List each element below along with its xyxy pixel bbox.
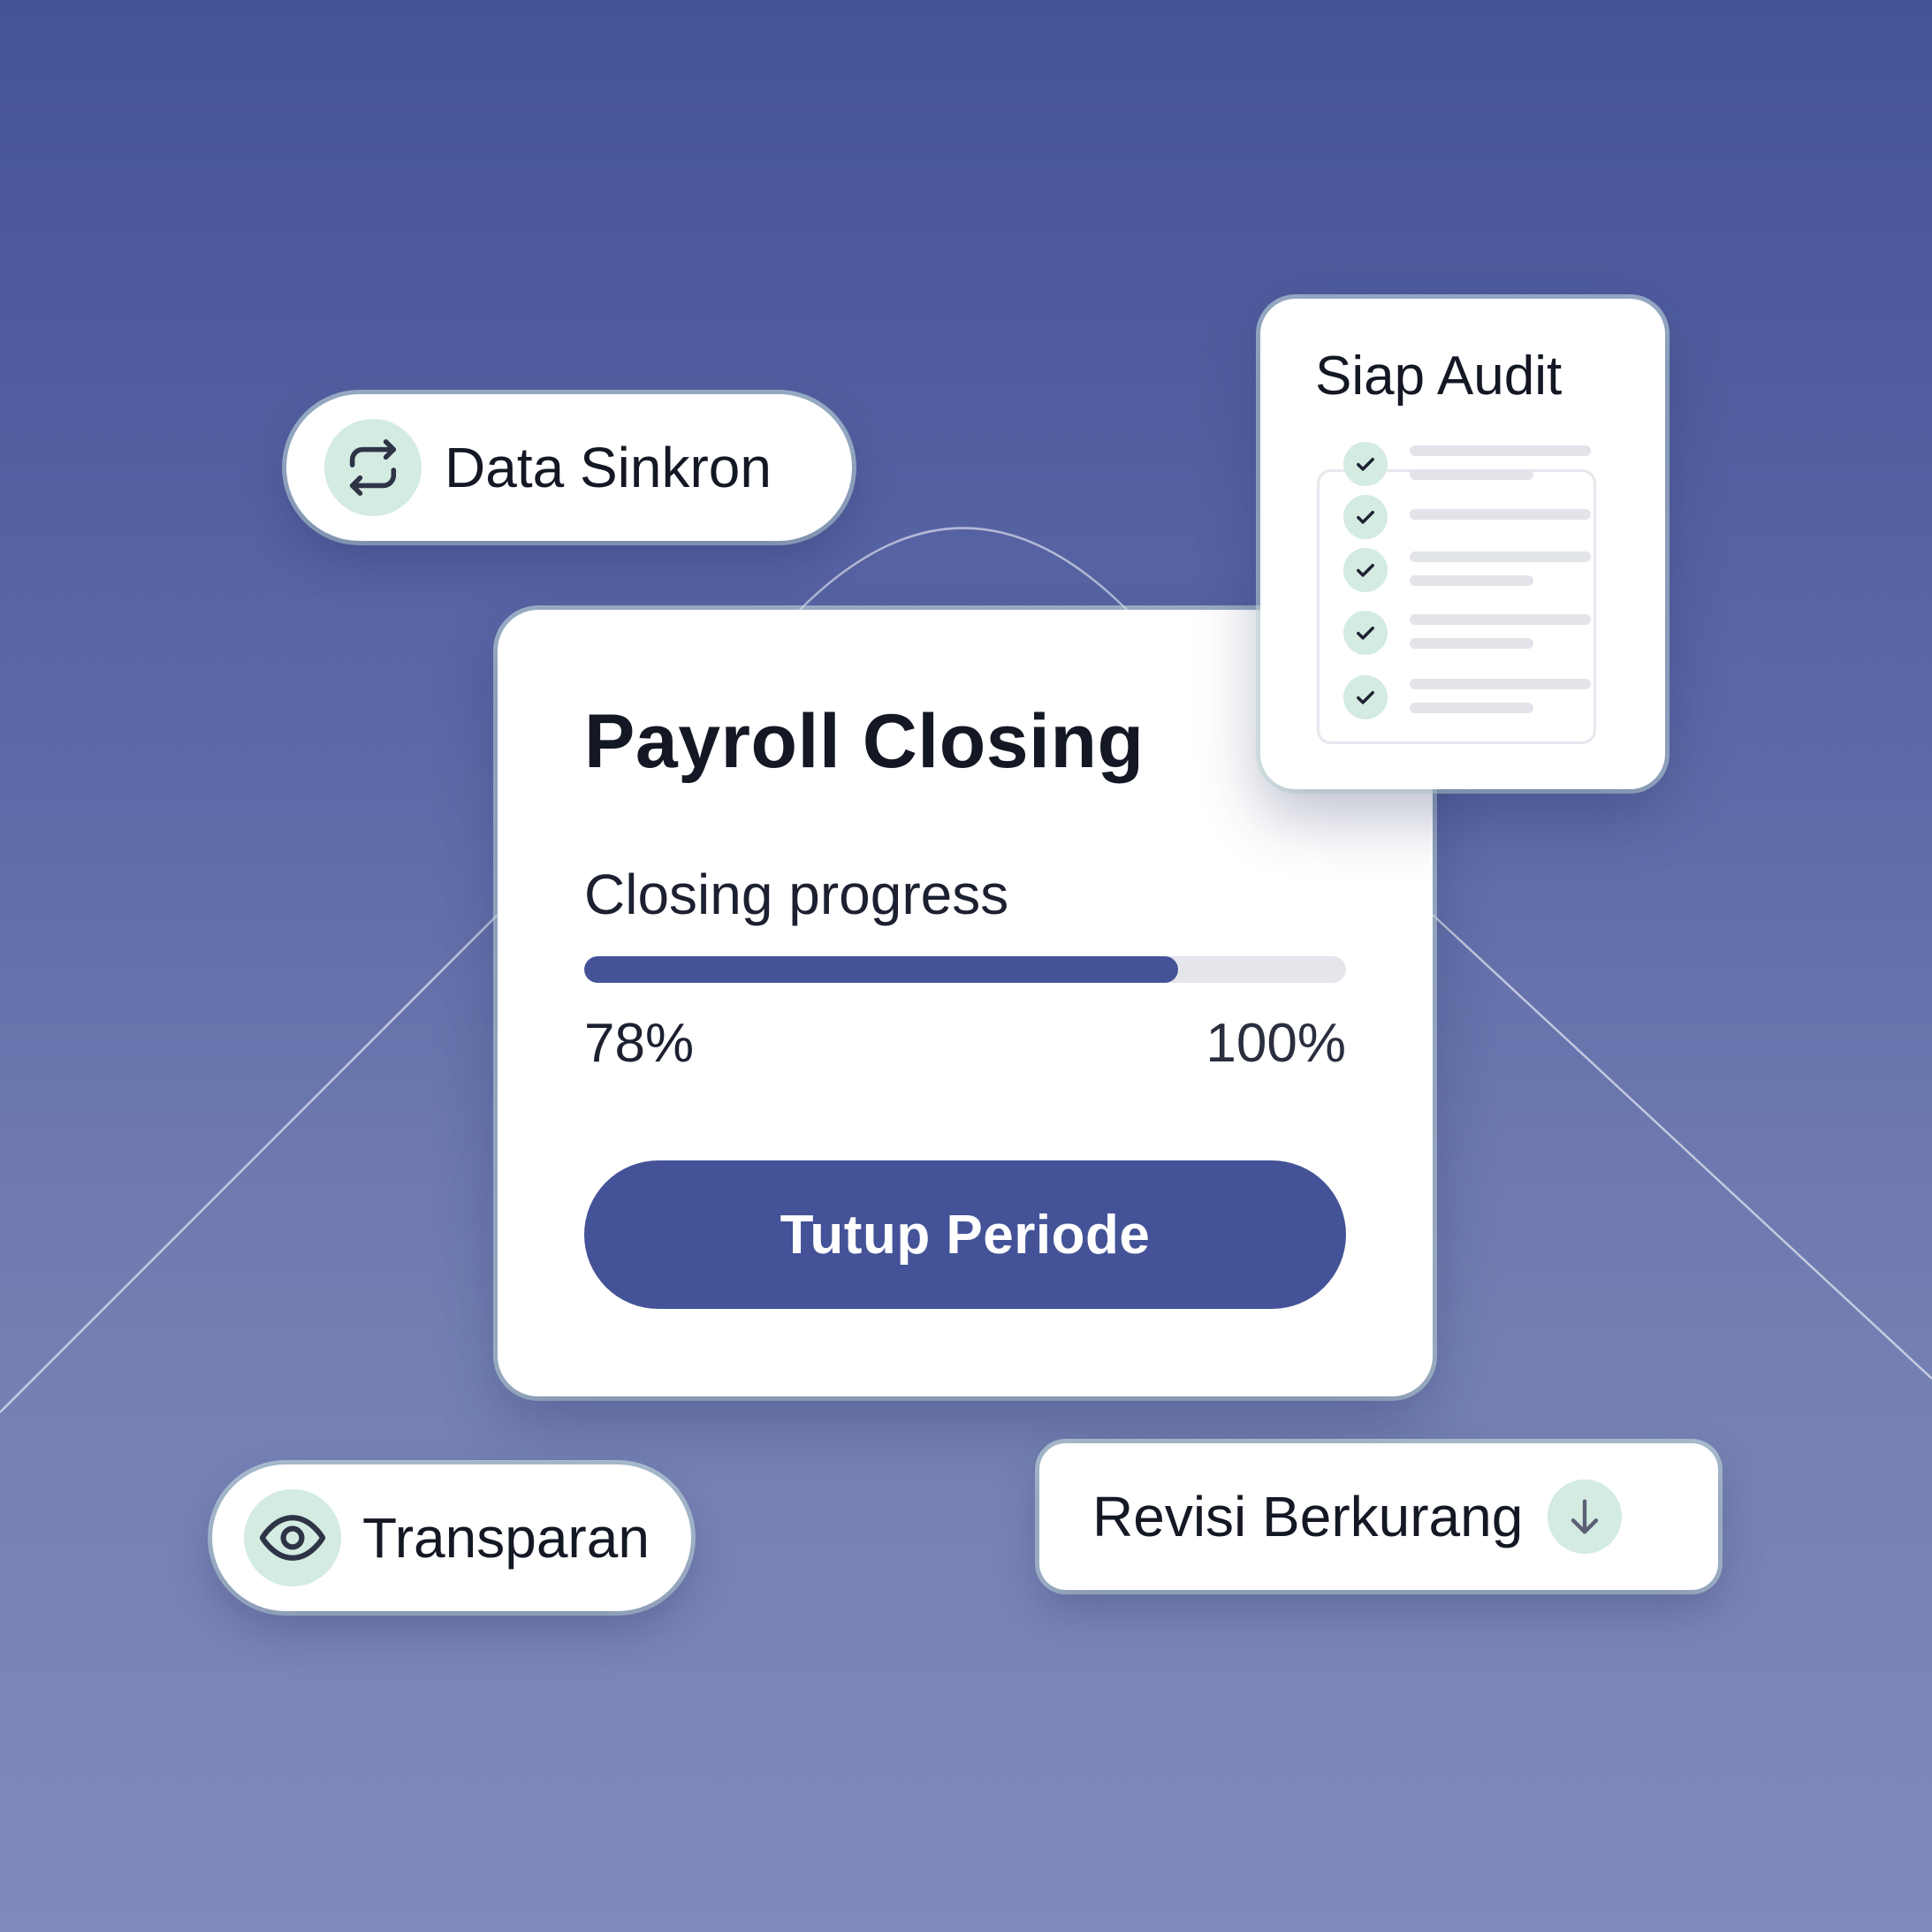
transparency-badge: Transparan <box>212 1464 691 1611</box>
progress-max: 100% <box>1206 1013 1346 1074</box>
check-icon <box>1343 675 1388 719</box>
checklist-line <box>1410 551 1591 562</box>
sync-icon <box>324 419 422 516</box>
checklist-item <box>1343 442 1609 495</box>
check-icon <box>1343 611 1388 655</box>
checklist-line <box>1410 575 1533 586</box>
progress-bar-fill <box>584 956 1179 983</box>
checklist-line <box>1410 703 1533 713</box>
audit-title: Siap Audit <box>1315 346 1563 407</box>
transparency-label: Transparan <box>362 1506 650 1570</box>
checklist-line <box>1410 638 1533 649</box>
checklist-item <box>1343 548 1609 601</box>
checklist-item <box>1343 675 1609 728</box>
check-icon <box>1343 548 1388 592</box>
audit-ready-card: Siap Audit <box>1260 299 1665 789</box>
progress-label: Closing progress <box>584 863 1009 926</box>
revision-label: Revisi Berkurang <box>1092 1485 1524 1548</box>
data-sync-badge: Data Sinkron <box>286 394 852 541</box>
checklist-line <box>1410 469 1533 480</box>
data-sync-label: Data Sinkron <box>445 436 772 499</box>
progress-value: 78% <box>584 1013 695 1074</box>
close-period-button[interactable]: Tutup Periode <box>584 1160 1346 1309</box>
checklist-item <box>1343 495 1609 548</box>
checklist-item <box>1343 611 1609 664</box>
checklist-line <box>1410 445 1591 456</box>
arrow-down-icon <box>1548 1479 1623 1554</box>
revision-badge: Revisi Berkurang <box>1039 1443 1718 1590</box>
eye-icon <box>244 1489 341 1586</box>
checklist-line <box>1410 509 1591 520</box>
check-icon <box>1343 495 1388 539</box>
progress-bar <box>584 956 1346 983</box>
card-title: Payroll Closing <box>584 699 1145 784</box>
checklist-line <box>1410 614 1591 625</box>
check-icon <box>1343 442 1388 486</box>
checklist-line <box>1410 679 1591 689</box>
